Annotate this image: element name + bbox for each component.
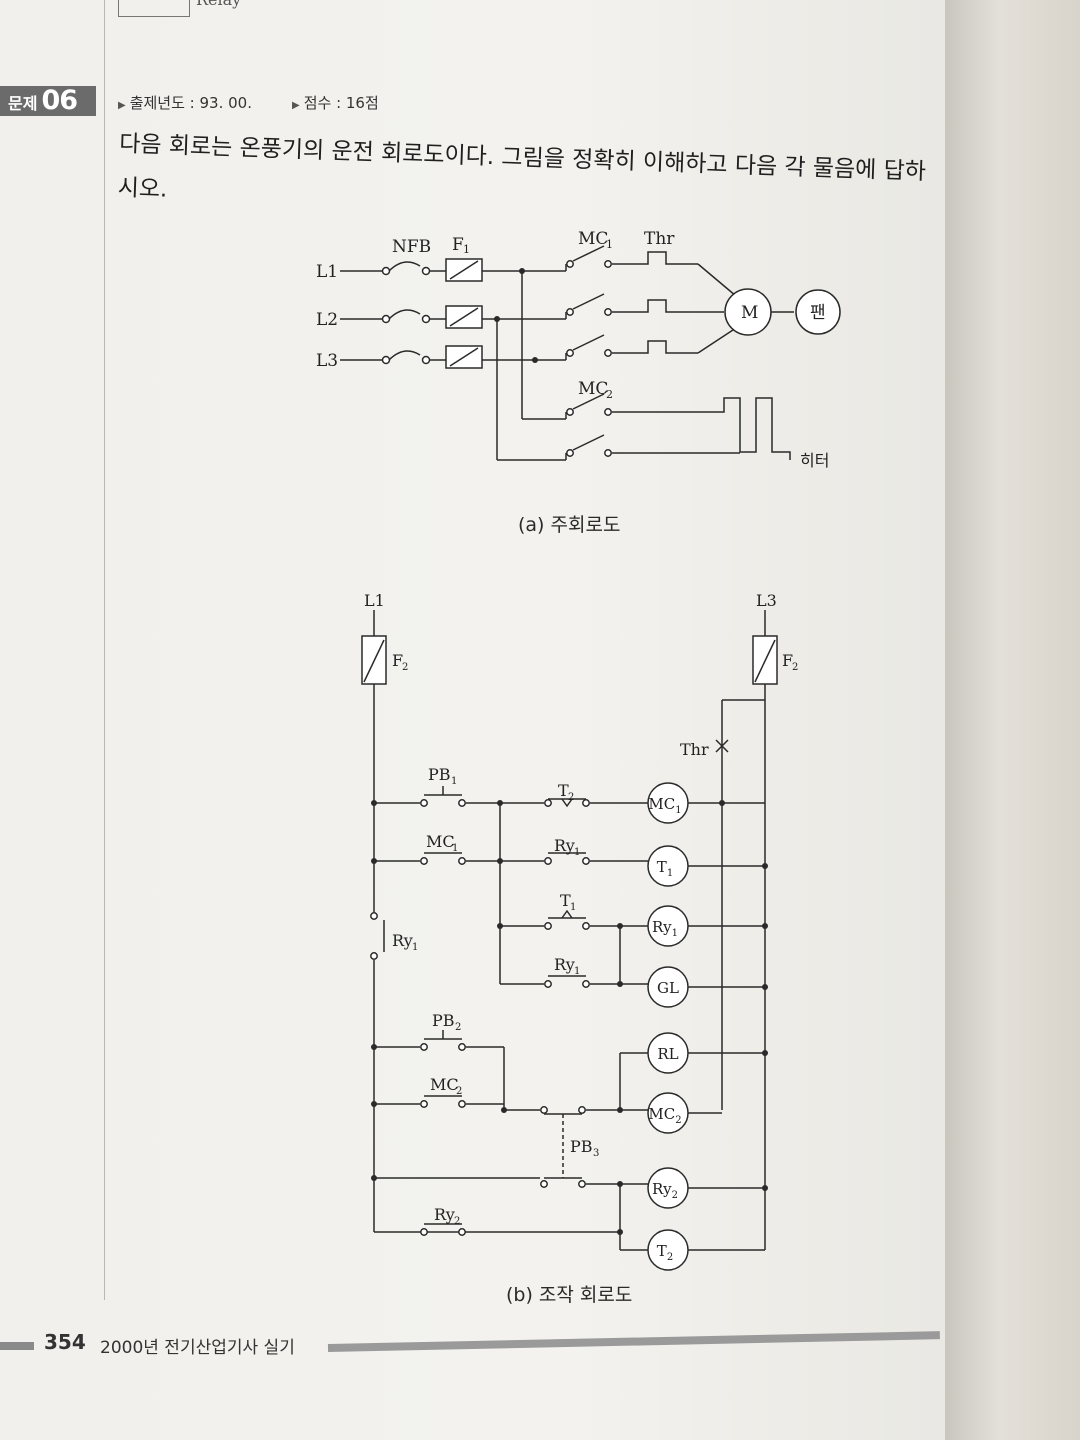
l3-label: L3 [316,351,338,371]
thr-ctrl-label: Thr [680,740,709,759]
control-circuit [361,610,778,1271]
coil-mc1-label: MC1 [648,795,681,816]
motor-label: M [741,303,758,323]
l1-label: L1 [316,262,338,282]
ry1-contact-sub: 1 [574,847,580,858]
footer-bar-right [327,1331,940,1352]
ctrl-l1-label: L1 [364,591,385,610]
coil-mc2-label: MC2 [648,1105,681,1126]
circuit-diagrams: NFB F 1 MC 1 Thr MC 2 L1 L2 L3 M 팬 히터 L1… [316,229,841,1271]
exam-year-text: 출제년도 : 93. 00. [129,94,252,112]
ctrl-l3-label: L3 [756,591,777,610]
previous-question-box [118,0,190,17]
page-footer: 354 2000년 전기산업기사 실기 [0,1330,945,1360]
ry1-contact-c-label: Ry [554,955,575,974]
mc1-sub: 1 [606,238,613,251]
ry1-contact-label: Ry [554,836,575,855]
ry1-contact-c-sub: 1 [574,966,580,977]
pb3-label: PB [570,1137,593,1156]
footer-bar-left [0,1342,34,1350]
coil-rl-label: RL [657,1045,678,1063]
mc2-sub: 2 [606,388,613,401]
ry2-contact-label: Ry [434,1205,455,1224]
mc2-contact-label: MC [430,1075,459,1094]
coil-gl-label: GL [657,979,679,997]
mc1-label: MC [578,229,608,249]
margin-rule [104,0,105,1300]
f2-left-sub: 2 [402,662,408,673]
ry1-contact-b-sub: 1 [412,942,418,953]
exam-year: ▶출제년도 : 93. 00. [118,92,252,113]
pb2-label: PB [432,1011,455,1030]
score: ▶점수 : 16점 [292,92,379,113]
ry2-contact-sub: 2 [454,1216,460,1227]
score-text: 점수 : 16점 [303,94,379,112]
coil-ry2-label: Ry2 [652,1180,678,1201]
triangle-bullet-icon: ▶ [292,100,300,111]
coil-t2-label: T2 [657,1242,673,1263]
control-circuit-caption: (b) 조작 회로도 [506,1284,633,1306]
question-badge: 문제 06 [0,86,96,116]
f1-label: F [452,235,464,255]
pb2-sub: 2 [455,1022,461,1033]
f2-right-label: F [782,651,793,670]
pb1-sub: 1 [451,776,457,787]
top-residue-text: Relay [196,0,241,9]
coil-ry1-label: Ry1 [652,918,678,939]
mc2-label: MC [578,379,608,399]
question-number: 06 [41,85,78,116]
f1-sub: 1 [463,243,470,256]
thr-label: Thr [644,229,675,249]
mc2-contact-sub: 2 [456,1086,462,1097]
question-badge-label: 문제 [8,94,38,113]
book-page: Relay 문제 06 ▶출제년도 : 93. 00. ▶점수 : 16점 다음… [0,0,945,1440]
adjacent-page-edge [945,0,1080,1440]
pb1-label: PB [428,765,451,784]
f2-left-label: F [392,651,403,670]
l2-label: L2 [316,310,338,330]
fan-label: 팬 [810,303,826,323]
pb3-sub: 3 [593,1148,599,1159]
t1-contact-label: T [560,891,571,910]
page-number: 354 [44,1330,86,1354]
book-title: 2000년 전기산업기사 실기 [100,1338,295,1358]
triangle-bullet-icon: ▶ [118,100,126,111]
coil-t1-label: T1 [657,858,673,879]
f2-right-sub: 2 [792,662,798,673]
mc1-contact-label: MC [426,832,455,851]
t1-contact-sub: 1 [570,902,576,913]
main-circuit-caption: (a) 주회로도 [518,514,621,536]
t2-contact-label: T [558,781,569,800]
nfb-label: NFB [392,237,431,257]
heater-label: 히터 [800,451,829,470]
mc1-contact-sub: 1 [452,843,458,854]
main-circuit [340,245,841,461]
ry1-contact-b-label: Ry [392,931,413,950]
t2-contact-sub: 2 [568,792,574,803]
